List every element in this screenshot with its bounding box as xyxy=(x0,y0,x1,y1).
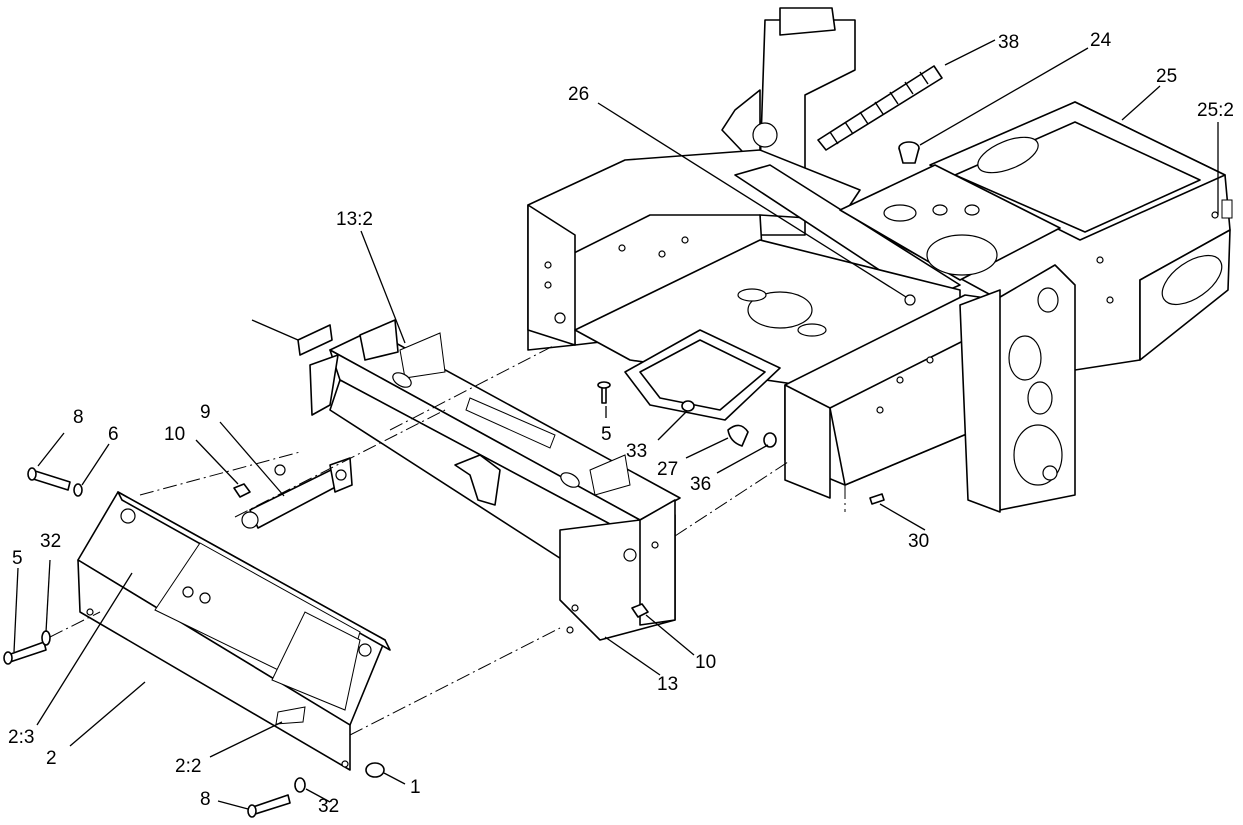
spring xyxy=(817,65,943,151)
callout-13-2: 13:2 xyxy=(336,209,373,230)
callout-2-2: 2:2 xyxy=(175,756,201,777)
bracket-arm xyxy=(241,457,353,529)
callout-36: 36 xyxy=(690,474,711,495)
callout-24: 24 xyxy=(1090,30,1112,51)
fasteners xyxy=(3,199,1233,818)
bumper-panel xyxy=(77,491,391,771)
leader-lines xyxy=(13,39,1219,810)
callout-1: 1 xyxy=(410,777,421,798)
callout-38: 38 xyxy=(998,32,1019,53)
callout-27: 27 xyxy=(657,459,678,480)
main-frame xyxy=(527,7,1231,513)
alignment-lines xyxy=(49,344,846,736)
callout-2: 2 xyxy=(46,748,57,769)
callout-8-bottom: 8 xyxy=(200,789,211,810)
callout-8-top: 8 xyxy=(73,407,84,428)
callout-2-3: 2:3 xyxy=(8,727,34,748)
callout-13: 13 xyxy=(657,674,678,695)
callout-25: 25 xyxy=(1156,66,1177,87)
callout-5-left: 5 xyxy=(12,548,23,569)
plate xyxy=(251,319,333,356)
callout-30: 30 xyxy=(908,531,929,552)
callout-25-2: 25:2 xyxy=(1197,100,1234,121)
callout-9: 9 xyxy=(200,402,211,423)
callout-6: 6 xyxy=(108,424,119,445)
front-beam xyxy=(309,319,681,641)
callout-10-right: 10 xyxy=(695,652,716,673)
callout-5-mid: 5 xyxy=(601,424,612,445)
callout-labels: 38 24 25 25:2 26 13:2 8 6 10 9 5 33 27 3… xyxy=(8,30,1234,817)
callout-10-left: 10 xyxy=(164,424,185,445)
callout-33: 33 xyxy=(626,441,647,462)
callout-32-left: 32 xyxy=(40,531,61,552)
knob xyxy=(898,141,920,164)
callout-32-bottom: 32 xyxy=(318,796,339,817)
callout-26: 26 xyxy=(568,84,589,105)
